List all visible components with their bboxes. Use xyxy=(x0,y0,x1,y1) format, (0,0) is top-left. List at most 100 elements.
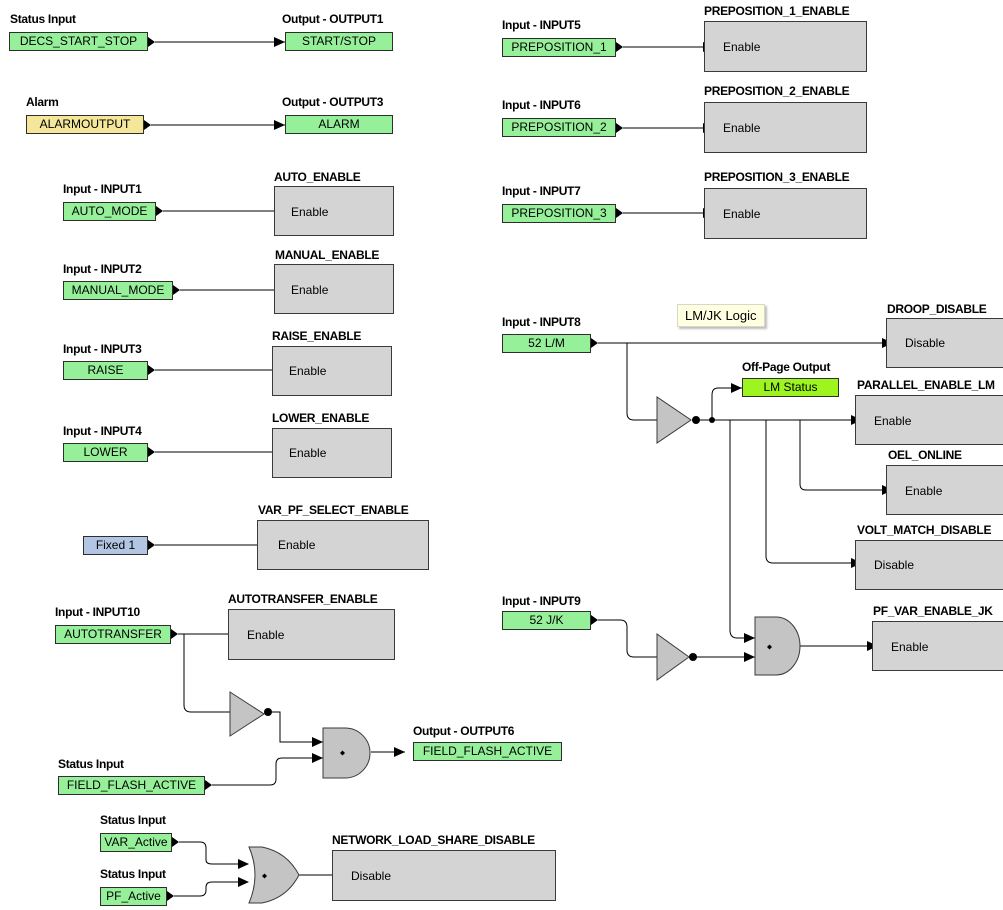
manual-enable-title: MANUAL_ENABLE xyxy=(275,248,380,262)
prep3-enable-port: Enable xyxy=(723,207,761,221)
output3-header: Output - OUTPUT3 xyxy=(282,95,384,109)
oel-online-block[interactable]: Enable xyxy=(886,465,1003,515)
arrow-icon xyxy=(238,877,249,887)
52-lm-tag[interactable]: 52 L/M xyxy=(502,334,591,353)
input6-header: Input - INPUT6 xyxy=(502,98,581,112)
prep2-enable-port: Enable xyxy=(723,121,761,135)
droop-disable-block[interactable]: Disable xyxy=(886,318,1003,368)
pf-active-tag[interactable]: PF_Active xyxy=(100,887,167,906)
wire-not-to-and xyxy=(272,711,323,743)
arrow-icon xyxy=(731,383,742,393)
volt-match-disable-title: VOLT_MATCH_DISABLE xyxy=(857,523,992,537)
input5-header: Input - INPUT5 xyxy=(502,18,581,32)
wire-to-voltmatch xyxy=(765,420,862,564)
autotransfer-tag[interactable]: AUTOTRANSFER xyxy=(55,625,171,644)
var-pf-select-enable-block[interactable]: Enable xyxy=(257,520,429,570)
manual-enable-block[interactable]: Enable xyxy=(274,264,394,314)
prep3-enable-block[interactable]: Enable xyxy=(704,188,867,239)
gate-marker-icon xyxy=(262,873,267,879)
alarmoutput-tag[interactable]: ALARMOUTPUT xyxy=(26,115,144,134)
auto-enable-port: Enable xyxy=(291,205,329,219)
auto-enable-block[interactable]: Enable xyxy=(274,186,394,236)
arrow-icon xyxy=(312,753,323,763)
raise-enable-title: RAISE_ENABLE xyxy=(272,329,362,343)
and-gate-pfvar[interactable] xyxy=(754,616,801,676)
auto-mode-tag[interactable]: AUTO_MODE xyxy=(63,202,156,221)
inversion-bubble xyxy=(689,653,697,661)
input3-header: Input - INPUT3 xyxy=(63,342,142,356)
input8-header: Input - INPUT8 xyxy=(502,315,581,329)
oel-online-port: Enable xyxy=(905,484,943,498)
var-active-tag[interactable]: VAR_Active xyxy=(100,833,172,852)
and-gate-fieldflash[interactable] xyxy=(322,727,371,779)
pf-var-enable-block[interactable]: Enable xyxy=(872,621,1003,671)
tag-pointer-icon xyxy=(148,37,155,47)
tag-pointer-icon xyxy=(205,780,212,790)
raise-tag[interactable]: RAISE xyxy=(63,361,148,380)
output1-header: Output - OUTPUT1 xyxy=(282,12,384,26)
tag-pointer-icon xyxy=(616,42,623,52)
prep2-enable-block[interactable]: Enable xyxy=(704,102,867,153)
tag-pointer-icon xyxy=(591,338,598,348)
preposition-2-tag[interactable]: PREPOSITION_2 xyxy=(502,118,616,137)
wire-to-oel xyxy=(799,420,893,491)
output1-tag[interactable]: START/STOP xyxy=(285,32,393,51)
field-flash-active-tag[interactable]: FIELD_FLASH_ACTIVE xyxy=(58,776,205,795)
junction-dot xyxy=(709,417,715,423)
nls-disable-title: NETWORK_LOAD_SHARE_DISABLE xyxy=(332,833,535,847)
decs-start-stop-tag[interactable]: DECS_START_STOP xyxy=(9,32,148,51)
lower-enable-port: Enable xyxy=(289,446,327,460)
preposition-1-tag[interactable]: PREPOSITION_1 xyxy=(502,38,616,57)
fixed-1-tag[interactable]: Fixed 1 xyxy=(83,536,148,555)
arrow-icon xyxy=(744,652,755,662)
offpage-output-header: Off-Page Output xyxy=(742,360,831,374)
prep1-enable-block[interactable]: Enable xyxy=(704,21,867,72)
autotransfer-enable-block[interactable]: Enable xyxy=(228,609,395,660)
tag-pointer-icon xyxy=(148,365,155,375)
arrow-icon xyxy=(238,859,249,869)
parallel-enable-block[interactable]: Enable xyxy=(855,395,1003,445)
raise-enable-port: Enable xyxy=(289,364,327,378)
inversion-bubble xyxy=(264,708,272,716)
nls-disable-block[interactable]: Disable xyxy=(332,850,556,901)
inversion-bubble xyxy=(692,416,700,424)
prep1-enable-port: Enable xyxy=(723,40,761,54)
not-gate-lm[interactable] xyxy=(656,396,692,444)
input9-header: Input - INPUT9 xyxy=(502,594,581,608)
droop-disable-title: DROOP_DISABLE xyxy=(887,302,987,316)
decs-header: Status Input xyxy=(10,12,76,26)
autotransfer-enable-title: AUTOTRANSFER_ENABLE xyxy=(228,592,378,606)
52-jk-tag[interactable]: 52 J/K xyxy=(502,611,591,630)
manual-mode-tag[interactable]: MANUAL_MODE xyxy=(63,281,173,300)
lower-enable-block[interactable]: Enable xyxy=(272,428,392,478)
output3-tag[interactable]: ALARM xyxy=(285,115,393,134)
output6-header: Output - OUTPUT6 xyxy=(413,724,515,738)
lower-enable-title: LOWER_ENABLE xyxy=(272,411,370,425)
auto-enable-title: AUTO_ENABLE xyxy=(274,170,361,184)
tag-pointer-icon xyxy=(144,120,151,130)
field-flash-header: Status Input xyxy=(58,757,124,771)
input10-header: Input - INPUT10 xyxy=(55,605,140,619)
tag-pointer-icon xyxy=(173,285,180,295)
tag-pointer-icon xyxy=(616,208,623,218)
wire-to-lmstatus xyxy=(711,387,742,420)
var-active-header: Status Input xyxy=(100,813,166,827)
lm-jk-logic-note[interactable]: LM/JK Logic xyxy=(677,304,765,327)
manual-enable-port: Enable xyxy=(291,283,329,297)
tag-pointer-icon xyxy=(148,540,155,550)
not-gate-autotransfer[interactable] xyxy=(229,691,265,737)
volt-match-disable-block[interactable]: Disable xyxy=(855,540,1003,590)
output6-tag[interactable]: FIELD_FLASH_ACTIVE xyxy=(413,742,562,761)
arrow-icon xyxy=(274,120,285,130)
tag-pointer-icon xyxy=(591,615,598,625)
preposition-3-tag[interactable]: PREPOSITION_3 xyxy=(502,204,616,223)
lm-status-tag[interactable]: LM Status xyxy=(742,378,839,397)
lower-tag[interactable]: LOWER xyxy=(63,443,148,462)
raise-enable-block[interactable]: Enable xyxy=(272,346,392,396)
pf-var-enable-port: Enable xyxy=(891,640,929,654)
not-gate-jk[interactable] xyxy=(656,633,690,681)
or-gate-nls[interactable] xyxy=(248,846,300,904)
prep2-enable-title: PREPOSITION_2_ENABLE xyxy=(704,84,850,98)
tag-pointer-icon xyxy=(148,447,155,457)
prep3-enable-title: PREPOSITION_3_ENABLE xyxy=(704,170,850,184)
